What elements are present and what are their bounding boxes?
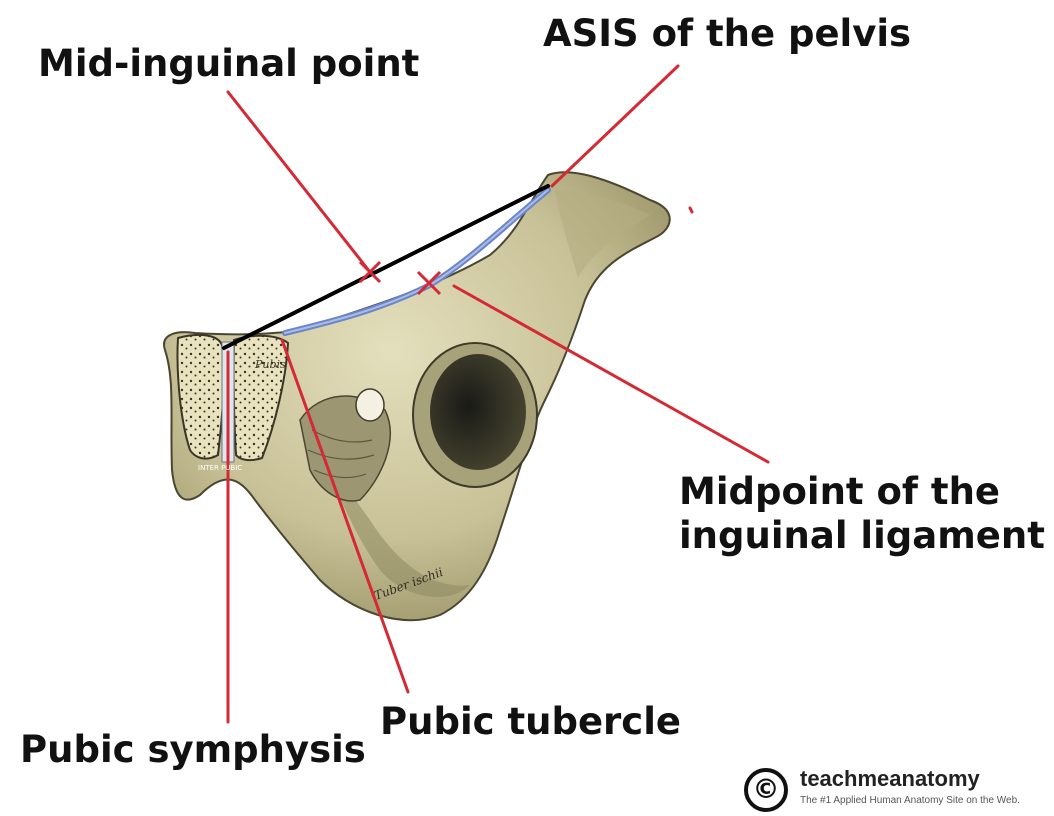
acetabulum-cavity	[430, 354, 526, 470]
brand-tagline: The #1 Applied Human Anatomy Site on the…	[800, 795, 1020, 806]
label-mid-inguinal-point: Mid-inguinal point	[38, 42, 420, 85]
stray-mark	[688, 206, 694, 214]
label-asis: ASIS of the pelvis	[543, 12, 912, 55]
asis-leader	[550, 64, 680, 188]
asis-to-symphysis-line	[222, 184, 550, 350]
brand-name: teachmeanatomy	[800, 766, 980, 791]
obturator-membrane	[299, 395, 391, 502]
ligament-midpoint-marker	[416, 270, 442, 296]
copyright-icon: ©	[744, 768, 788, 812]
ramus-shading	[300, 420, 470, 597]
mid-inguinal-leader	[226, 90, 372, 274]
label-pubic-symphysis: Pubic symphysis	[20, 728, 366, 771]
bone-label-inter-pubic: INTER PUBIC	[198, 464, 242, 472]
label-midpoint-line2: inguinal ligament	[679, 513, 1045, 557]
pubic-tubercle-leader	[280, 338, 410, 694]
obturator-foramen	[355, 388, 385, 422]
bone-label-pubis: Pubis	[254, 358, 286, 371]
ligament-midpoint-leader	[452, 284, 770, 464]
iliac-wing-shading	[555, 190, 650, 278]
label-pubic-tubercle: Pubic tubercle	[380, 700, 682, 743]
label-midpoint-of-ligament: Midpoint of the inguinal ligament	[679, 470, 1045, 557]
teachmeanatomy-logo: © teachmeanatomy The #1 Applied Human An…	[744, 766, 1044, 812]
pubic-section-left	[176, 333, 225, 460]
label-midpoint-line1: Midpoint of the	[679, 470, 1001, 513]
